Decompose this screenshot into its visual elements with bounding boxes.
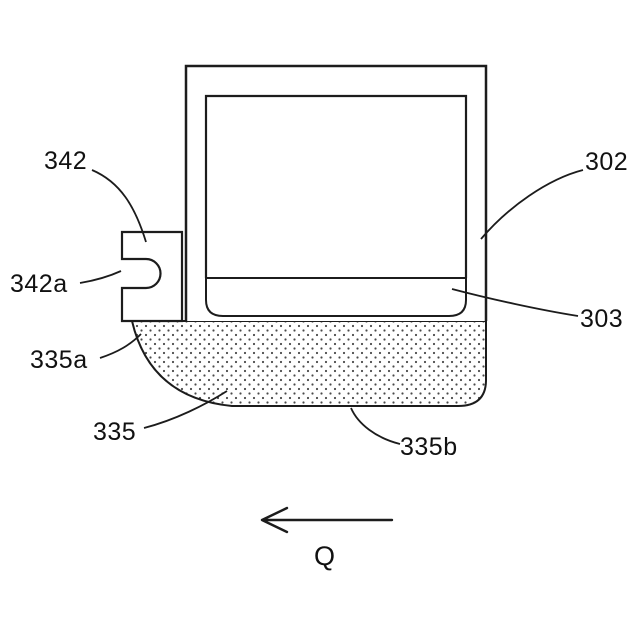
leader-line-335 [143, 390, 228, 429]
stipple-body-335 [130, 320, 487, 407]
label-335a: 335a [30, 346, 88, 374]
label-335b: 335b [400, 433, 458, 461]
label-302: 302 [585, 148, 629, 176]
leader-line-302 [480, 169, 584, 240]
label-direction-q: Q [314, 541, 336, 571]
leader-line-335b [350, 407, 401, 445]
label-342: 342 [44, 147, 88, 175]
direction-arrow-icon [260, 506, 394, 534]
inner-container-wall [204, 94, 468, 278]
leader-line-342a [79, 270, 122, 284]
label-342a: 342a [10, 270, 68, 298]
label-303: 303 [580, 305, 624, 333]
bottom-band-303 [205, 277, 467, 317]
bracket-342 [120, 230, 184, 323]
leader-line-303 [451, 288, 579, 317]
leader-line-335a [99, 333, 142, 359]
leader-line-342 [91, 169, 147, 243]
label-335: 335 [93, 418, 137, 446]
outer-container-302 [184, 64, 488, 321]
